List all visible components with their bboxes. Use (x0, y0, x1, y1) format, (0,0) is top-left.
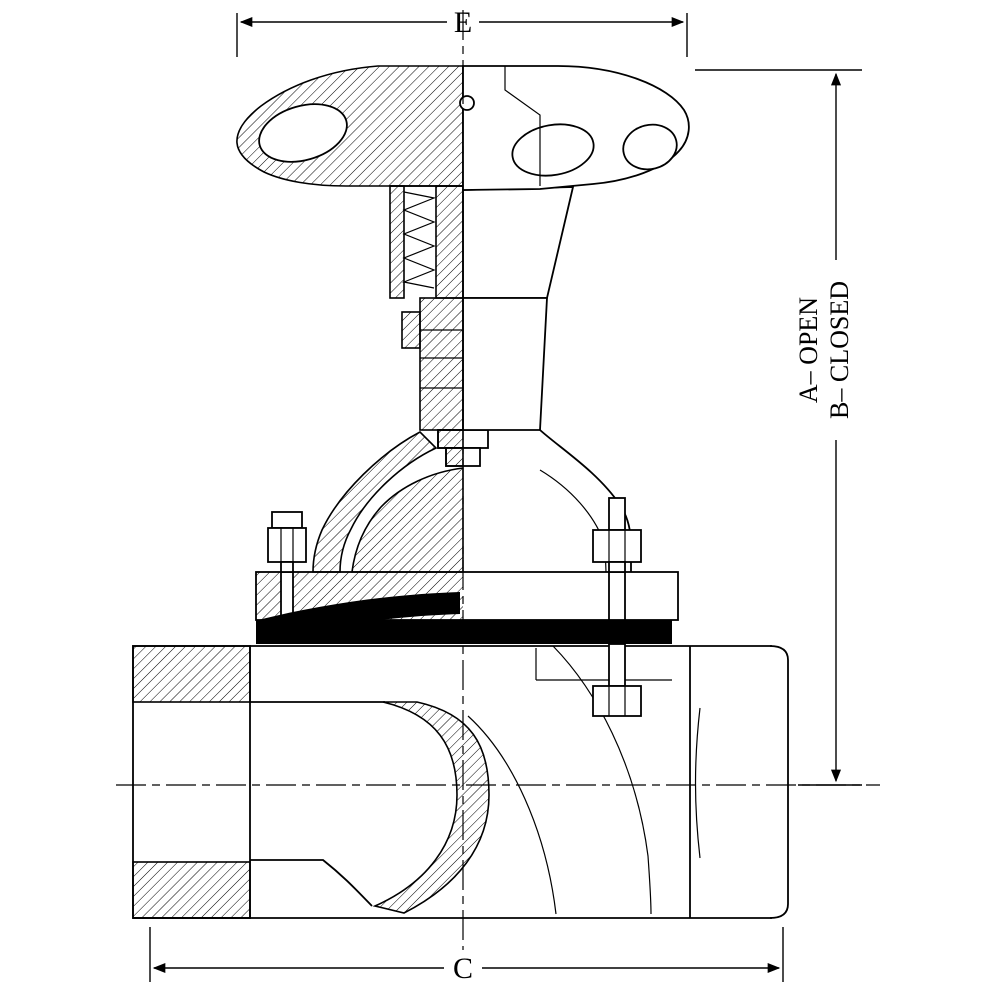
sleeve-inner-wall (435, 185, 464, 299)
spring (401, 191, 437, 289)
dim-e-label: E (454, 6, 472, 39)
body-right-inner-arc (694, 707, 701, 859)
dim-c-label: C (453, 952, 473, 985)
packing-section (419, 297, 464, 431)
dimension-ab: A– OPEN B– CLOSED (695, 69, 862, 786)
centerlines (116, 10, 880, 950)
weir-section (372, 701, 490, 914)
bolt-left-washer (271, 511, 303, 529)
stem-screw (459, 95, 475, 111)
bolt-left-nut (267, 527, 307, 563)
body-saddle-curve (467, 715, 557, 915)
flange-bolt-hole-right (608, 571, 626, 621)
diaphragm-left-curve (258, 592, 460, 642)
bolt-right-lower (535, 643, 672, 717)
dimension-c: C (149, 927, 784, 985)
compressor-section (351, 467, 464, 573)
body-right-bottom-corner (769, 903, 789, 919)
socket-top-section (132, 645, 251, 703)
dimension-e: E (236, 6, 688, 57)
packing-gland-boss (401, 311, 421, 349)
body-shoulder-curve (552, 645, 652, 915)
bore-bottom-line (250, 859, 373, 907)
bolt-left (267, 511, 307, 573)
bolt-right-upper (592, 497, 642, 573)
bolt-right-stud-lower (608, 561, 626, 573)
handwheel-spoke-void (258, 103, 348, 163)
stem-connector-upper-section (437, 429, 464, 449)
handwheel-hub-line (504, 66, 541, 186)
bolt-left-stud (280, 561, 294, 573)
bolt-right-lower-stud (608, 643, 626, 687)
bonnet-left-section (312, 431, 438, 573)
flange-assembly (255, 571, 679, 644)
bolt-right-stud (608, 497, 626, 531)
handwheel-hole (511, 123, 595, 177)
handwheel-hole (622, 123, 678, 171)
sleeve-left-wall (389, 185, 405, 299)
dim-a-open-label: A– OPEN (794, 297, 823, 403)
socket-bottom-section (132, 861, 251, 919)
stem-connector-lower-section (445, 447, 464, 467)
handwheel (236, 65, 690, 191)
bolt-right-nut (592, 529, 642, 563)
valve-body (132, 645, 789, 919)
body-right-top-corner (769, 645, 789, 661)
bolt-right-lower-nut (592, 685, 642, 717)
bonnet-neck-right (462, 297, 548, 431)
dim-b-closed-label: B– CLOSED (825, 281, 854, 419)
